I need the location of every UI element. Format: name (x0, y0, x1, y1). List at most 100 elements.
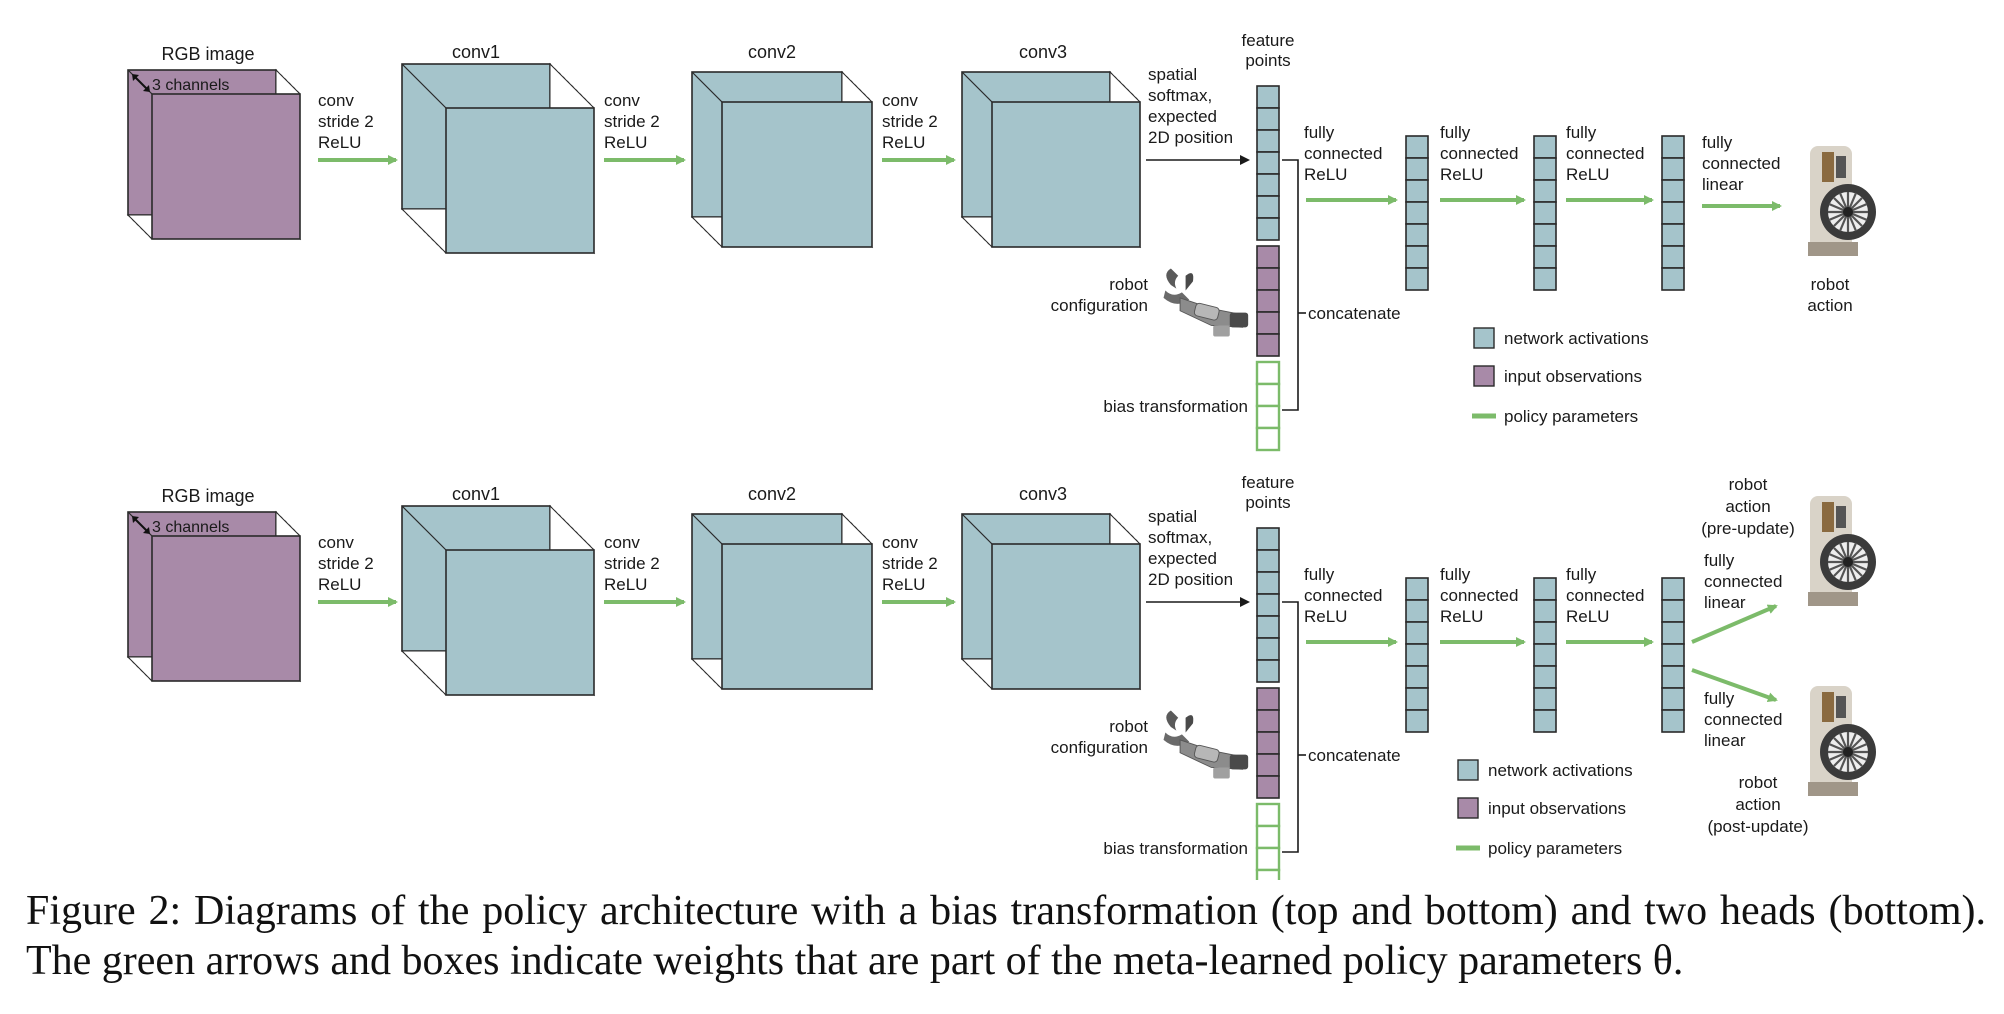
robot-config-column-cell (1256, 775, 1280, 799)
fc2-activations-cell (1533, 643, 1557, 667)
legend-activations-swatch (1473, 327, 1495, 349)
concatenate-label: concatenate (1308, 746, 1401, 765)
conv1-label: conv1 (452, 42, 500, 62)
feature-points-column-cell (1256, 571, 1280, 595)
concatenate-bracket (1282, 159, 1299, 411)
robot-config-column (1256, 687, 1280, 799)
feature-points-column-cell (1256, 659, 1280, 683)
fc2-activations-cell (1533, 223, 1557, 247)
robot-config-column-cell (1256, 333, 1280, 357)
robot-config-column-cell (1256, 311, 1280, 335)
channel-depth-arrow (133, 75, 149, 91)
robot-config-column-cell (1256, 267, 1280, 291)
fc1-activations-cell (1405, 157, 1429, 181)
fc3-activations-cell (1661, 643, 1685, 667)
fc3-activations-cell (1661, 665, 1685, 689)
conv1-volume (400, 504, 596, 697)
fc2-activations-cell (1533, 157, 1557, 181)
feature-points-column-cell (1256, 151, 1280, 175)
fc2-activations-cell (1533, 267, 1557, 291)
fc1-activations-cell (1405, 599, 1429, 623)
fc1-activations-cell (1405, 665, 1429, 689)
conv3-volume (960, 512, 1142, 691)
bias-transformation-column-cell (1255, 846, 1281, 872)
channels-label: 3 channels (152, 519, 229, 536)
fc2-activations (1533, 577, 1557, 733)
fc2-activations-cell (1533, 709, 1557, 733)
legend-inputs-label: input observations (1504, 367, 1642, 386)
fc3-activations-cell (1661, 201, 1685, 225)
feature-points-column-cell (1256, 549, 1280, 573)
feature-points-column-cell (1256, 195, 1280, 219)
conv1-volume-front (445, 549, 595, 696)
fc3-activations-cell (1661, 599, 1685, 623)
feature-points-column (1256, 85, 1280, 241)
fc2-activations-cell (1533, 665, 1557, 689)
feature-points-column-cell (1256, 593, 1280, 617)
legend-inputs-swatch (1473, 365, 1495, 387)
legend-activations-label: network activations (1504, 329, 1649, 348)
feature-points-column-cell (1256, 615, 1280, 639)
feature-points-column-cell (1256, 129, 1280, 153)
fc2-activations-cell (1533, 599, 1557, 623)
fc3-activations-cell (1661, 709, 1685, 733)
fc3-activations-cell (1661, 621, 1685, 645)
fc1-activations-cell (1405, 643, 1429, 667)
fc2-activations-cell (1533, 621, 1557, 645)
fc2-activations (1533, 135, 1557, 291)
rgb-image-label: RGB image (161, 44, 254, 64)
bias-transformation-label: bias transformation (1103, 397, 1248, 416)
figure-caption: Figure 2: Diagrams of the policy archite… (26, 888, 1986, 984)
feature-points-column-cell (1256, 107, 1280, 131)
conv2-label: conv2 (748, 484, 796, 504)
upper-head-arrow (1691, 604, 1778, 644)
robot-arm-icon (1163, 267, 1249, 338)
feature-points-column-cell (1256, 527, 1280, 551)
feature-points-column-cell (1256, 173, 1280, 197)
fc1-activations-cell (1405, 687, 1429, 711)
legend-inputs-label: input observations (1488, 799, 1626, 818)
fc1-activations-cell (1405, 179, 1429, 203)
bias-transformation-column (1255, 360, 1281, 452)
fc2-activations-cell (1533, 179, 1557, 203)
conv2-volume-front (721, 543, 873, 690)
rgb-image-volume (126, 68, 302, 241)
conv3-volume-front (991, 543, 1141, 690)
fc3-activations-cell (1661, 577, 1685, 601)
fc1-activations-cell (1405, 709, 1429, 733)
conv3-volume-front (991, 101, 1141, 248)
fc3-activations-cell (1661, 267, 1685, 291)
fc1-activations (1405, 577, 1429, 733)
fc1-activations (1405, 135, 1429, 291)
fc2-activations-cell (1533, 245, 1557, 269)
bias-transformation-column-cell (1255, 360, 1281, 386)
fc2-activations-cell (1533, 687, 1557, 711)
fc3-activations (1661, 135, 1685, 291)
channels-label: 3 channels (152, 77, 229, 94)
fc1-activations-cell (1405, 201, 1429, 225)
feature-points-column (1256, 527, 1280, 683)
channel-depth-arrow (133, 517, 149, 533)
fc1-activations-cell (1405, 621, 1429, 645)
conv2-volume (690, 70, 874, 249)
legend-policy-label: policy parameters (1504, 407, 1638, 426)
fc2-activations-cell (1533, 135, 1557, 159)
legend-activations-swatch (1457, 759, 1479, 781)
